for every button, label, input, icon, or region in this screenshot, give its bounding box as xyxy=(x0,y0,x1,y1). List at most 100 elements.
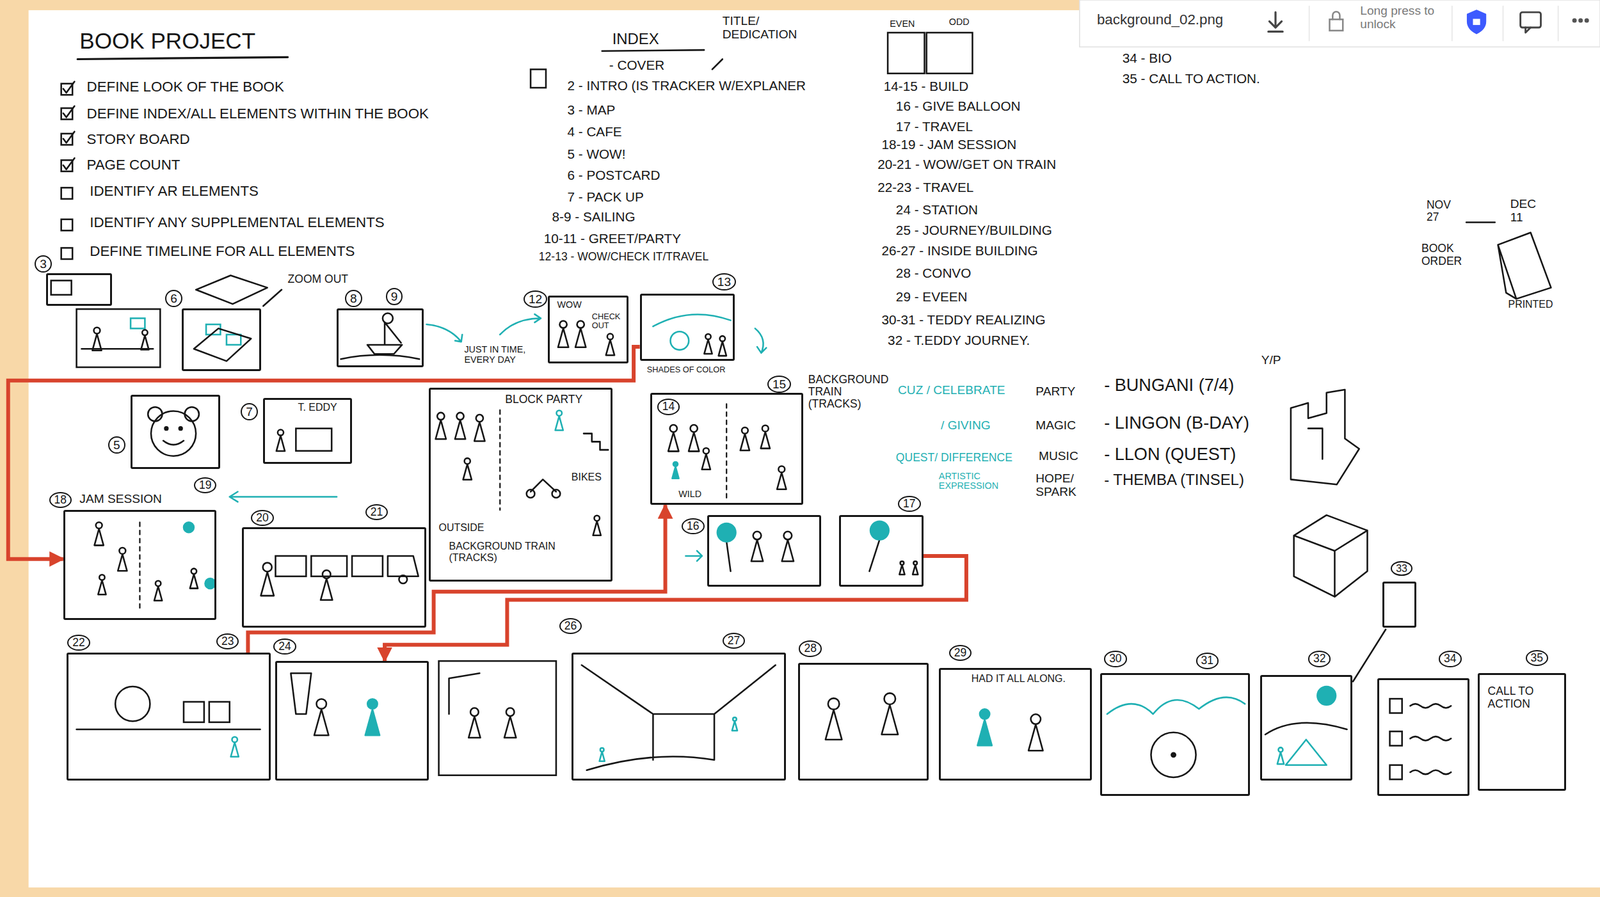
sketch-stroke xyxy=(435,420,447,440)
sketch-circle xyxy=(526,489,536,498)
handwritten-note: 3 - MAP xyxy=(567,103,616,118)
sketch-circle xyxy=(263,562,272,572)
board-title: BOOK PROJECT xyxy=(79,28,256,54)
sketch-stroke xyxy=(261,572,274,596)
handwritten-note: IDENTIFY ANY SUPPLEMENTAL ELEMENTS xyxy=(89,215,384,232)
panel-number: 15 xyxy=(767,375,792,393)
sketch-box xyxy=(1390,765,1403,780)
handwritten-note: BOOK ORDER xyxy=(1421,242,1473,268)
sketch-stroke xyxy=(760,432,770,449)
handwritten-note: MUSIC xyxy=(1038,449,1079,463)
sketch-box xyxy=(1390,698,1403,713)
sketch-stroke xyxy=(782,540,794,562)
sketch-stroke xyxy=(455,420,466,440)
panel-caption: BIKES xyxy=(571,471,602,484)
handwritten-note: ZOOM OUT xyxy=(288,273,349,286)
sketch-circle xyxy=(784,531,793,541)
sketch-circle xyxy=(778,466,785,473)
sketch-group xyxy=(28,0,1600,888)
handwritten-note: 12-13 - WOW/CHECK IT/TRAVEL xyxy=(538,250,709,264)
sketch-circle xyxy=(870,521,889,541)
sketch-stroke xyxy=(163,440,184,445)
sketch-stroke xyxy=(1268,12,1283,32)
panel-caption: SHADES OF COLOR xyxy=(647,365,726,375)
handwritten-note: 2 - INTRO (IS TRACKER W/EXPLANER xyxy=(567,78,806,94)
sketch-circle xyxy=(1278,747,1283,752)
handwritten-note: DEFINE TIMELINE FOR ALL ELEMENTS xyxy=(89,243,355,260)
sketch-stroke xyxy=(755,328,767,353)
storyboard-panel: 35CALL TO ACTION xyxy=(1477,673,1567,791)
sketch-stroke xyxy=(463,464,472,480)
sketch-box xyxy=(926,32,973,74)
sketch-stroke xyxy=(652,314,731,327)
sketch-stroke xyxy=(732,721,738,731)
handwritten-note: STORY BOARD xyxy=(87,131,191,148)
sketch-stroke xyxy=(912,565,918,575)
handwritten-note: 20-21 - WOW/GET ON TRAIN xyxy=(877,157,1056,173)
handwritten-note: 18-19 - JAM SESSION xyxy=(881,137,1017,153)
storyboard-panel: 89 xyxy=(336,308,424,368)
handwritten-note: IDENTIFY AR ELEMENTS xyxy=(89,183,259,200)
panel-number: 16 xyxy=(681,518,704,535)
sketch-stroke xyxy=(229,491,337,502)
sketch-circle xyxy=(753,531,762,541)
sketch-stroke xyxy=(290,673,312,715)
sketch-circle xyxy=(594,515,600,521)
sketch-stroke xyxy=(63,106,75,118)
storyboard-panel: 28 xyxy=(798,663,929,781)
sketch-stroke xyxy=(154,586,162,601)
sketch-circle xyxy=(1578,19,1582,22)
panel-number: 23 xyxy=(216,633,239,650)
panel-number: 21 xyxy=(365,504,388,521)
sketch-stroke xyxy=(276,435,285,452)
sketch-stroke xyxy=(1028,724,1043,751)
handwritten-note: 16 - GIVE BALLOON xyxy=(896,99,1021,114)
sketch-stroke xyxy=(685,551,703,562)
panel-caption: HAD IT ALL ALONG. xyxy=(971,673,1066,685)
panel-number: 20 xyxy=(250,510,274,527)
sketch-box xyxy=(130,318,145,329)
sketch-stroke xyxy=(320,579,333,601)
sketch-circle xyxy=(456,412,464,420)
sketch-stroke xyxy=(426,324,463,342)
sketch-stroke xyxy=(94,528,104,546)
sketch-stroke xyxy=(499,314,541,335)
sketch-circle xyxy=(382,312,393,324)
sketch-box xyxy=(1329,19,1343,31)
sketch-box xyxy=(311,556,347,577)
handwritten-note: 34 - BIO xyxy=(1122,51,1172,66)
handwritten-note: 6 - POSTCARD xyxy=(567,168,660,184)
sketch-circle xyxy=(552,489,561,498)
sketch-stroke xyxy=(688,432,699,452)
whiteboard-surface xyxy=(28,10,1600,888)
handwritten-note: QUEST/ DIFFERENCE xyxy=(896,451,1013,464)
sketch-stroke xyxy=(195,275,268,304)
sketch-circle xyxy=(703,448,710,454)
storyboard-panel: 16 xyxy=(707,515,822,587)
handwritten-note: JUST IN TIME, EVERY DAY xyxy=(464,344,536,366)
storyboard-panel: 17 xyxy=(839,515,924,587)
panel-number: 19 xyxy=(193,477,217,494)
sketch-stroke xyxy=(1277,752,1284,765)
sketch-box xyxy=(439,661,557,776)
panel-number: 32 xyxy=(1308,650,1331,667)
sketch-stroke xyxy=(1409,704,1451,775)
handwritten-note: 4 - CAFE xyxy=(567,124,622,140)
sketch-stroke xyxy=(593,521,601,536)
panel-caption: CHECK OUT xyxy=(592,312,625,331)
panel-caption: CALL TO ACTION xyxy=(1488,685,1555,711)
handwritten-note: 8-9 - SAILING xyxy=(552,209,636,225)
sketch-box xyxy=(61,219,73,232)
panel-number: 30 xyxy=(1104,650,1127,667)
handwritten-note: 26-27 - INSIDE BUILDING xyxy=(881,243,1039,259)
panel-number: 17 xyxy=(897,496,921,512)
sketch-stroke xyxy=(1290,389,1360,485)
sketch-box xyxy=(275,556,306,577)
sketch-circle xyxy=(884,693,896,705)
sketch-box xyxy=(530,69,546,88)
handwritten-note: MAGIC xyxy=(1035,418,1076,432)
sketch-circle xyxy=(1171,753,1176,758)
sketch-stroke xyxy=(558,328,569,348)
